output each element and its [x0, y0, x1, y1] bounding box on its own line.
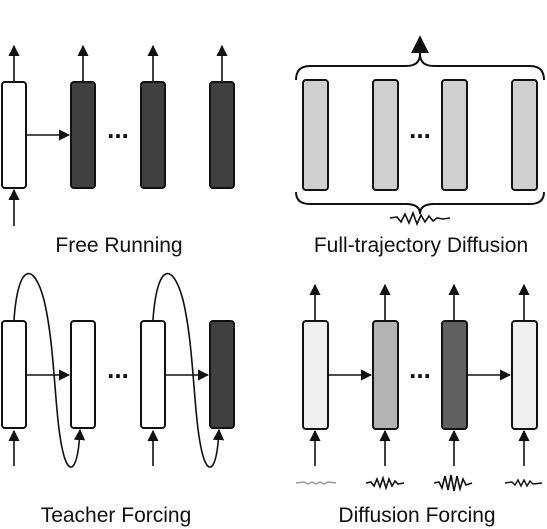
token-box — [441, 320, 468, 430]
caption-free-running: Free Running — [55, 234, 182, 257]
token-box — [511, 79, 538, 191]
bottom-brace — [295, 191, 545, 215]
ellipsis: ... — [409, 114, 431, 144]
token-box — [302, 79, 329, 191]
caption-diffusion-forcing: Diffusion Forcing — [338, 504, 495, 527]
noise-squiggle — [389, 210, 451, 227]
token-box — [1, 81, 27, 189]
token-box — [372, 320, 399, 430]
teacher-forcing-loop — [13, 272, 86, 468]
token-box — [511, 320, 538, 430]
panel-full-trajectory-diffusion: ... Full-trajectory Diffusion — [295, 35, 545, 257]
caption-teacher-forcing: Teacher Forcing — [41, 504, 192, 527]
token-box — [441, 79, 468, 191]
token-box — [372, 79, 399, 191]
noise-squiggle — [295, 481, 337, 485]
caption-full-trajectory-diffusion: Full-trajectory Diffusion — [314, 234, 528, 257]
token-box — [209, 81, 235, 189]
ellipsis: ... — [107, 354, 129, 384]
token-box — [140, 320, 166, 429]
teacher-forcing-loop — [152, 272, 225, 468]
noise-squiggle — [433, 474, 473, 493]
token-box — [209, 320, 235, 429]
panel-free-running: ... Free Running — [1, 44, 235, 257]
token-box — [302, 320, 329, 430]
noise-squiggle — [365, 475, 405, 491]
panel-diffusion-forcing: ... Diffusion Forcing — [295, 283, 543, 527]
token-box — [1, 320, 27, 429]
ellipsis: ... — [107, 114, 129, 144]
panel-teacher-forcing: ... Teacher Forcing — [1, 272, 235, 527]
noise-squiggle — [504, 478, 543, 488]
token-box — [140, 81, 166, 189]
token-box — [70, 320, 96, 429]
ellipsis: ... — [409, 354, 431, 384]
token-box — [70, 81, 96, 189]
